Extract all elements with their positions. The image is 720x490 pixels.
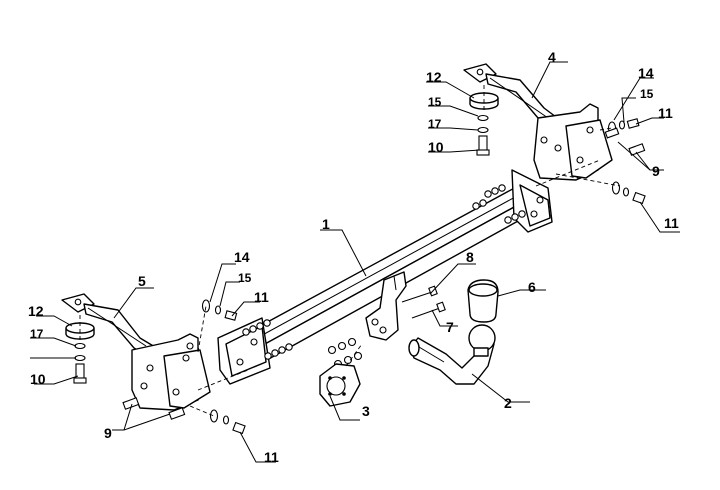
callout-12-right: 12: [426, 69, 442, 85]
leader-lines: [30, 61, 680, 463]
callout-2: 2: [504, 395, 512, 411]
cross-beam: [217, 169, 553, 385]
callout-14-right: 14: [638, 65, 654, 81]
callout-12-left: 12: [28, 303, 44, 319]
tow-ball: [408, 324, 496, 385]
callout-15-right-top: 15: [428, 95, 442, 109]
callout-17-right: 17: [428, 117, 442, 131]
socket-plate: [319, 363, 361, 407]
bolt-7: [411, 301, 446, 319]
callout-4: 4: [548, 49, 556, 65]
callout-15-left-top: 15: [238, 271, 252, 285]
callout-9-right: 9: [652, 163, 660, 179]
callout-10-right: 10: [428, 139, 444, 155]
callout-labels: 1 2 3 4 5 6 7 8 9 9 10 10 11 11 11 11 12…: [28, 49, 679, 465]
beam-fasteners: [242, 184, 526, 369]
callout-5: 5: [138, 273, 146, 289]
ball-cover: [467, 279, 499, 323]
callout-11-left-bottom: 11: [264, 449, 279, 465]
callout-17-left: 17: [30, 327, 44, 341]
assembly-lines: [79, 82, 621, 417]
callout-8: 8: [466, 249, 474, 265]
bolt-8: [401, 285, 438, 303]
left-side-fasteners: [122, 299, 246, 435]
callout-11-right-bottom: 11: [664, 215, 679, 231]
right-side-bracket: [463, 63, 613, 181]
callout-11-right-top: 11: [658, 105, 673, 121]
callout-10-left: 10: [30, 371, 46, 387]
callout-3: 3: [362, 403, 370, 419]
callout-14-left: 14: [234, 249, 250, 265]
callout-9-left: 9: [104, 425, 112, 441]
right-mount-stack: [469, 92, 499, 156]
callout-15-right-side: 15: [640, 87, 654, 101]
callout-6: 6: [528, 279, 536, 295]
left-side-bracket: [61, 293, 211, 411]
callout-11-left-top: 11: [254, 289, 269, 305]
callout-1: 1: [322, 216, 330, 232]
callout-7: 7: [446, 319, 454, 335]
